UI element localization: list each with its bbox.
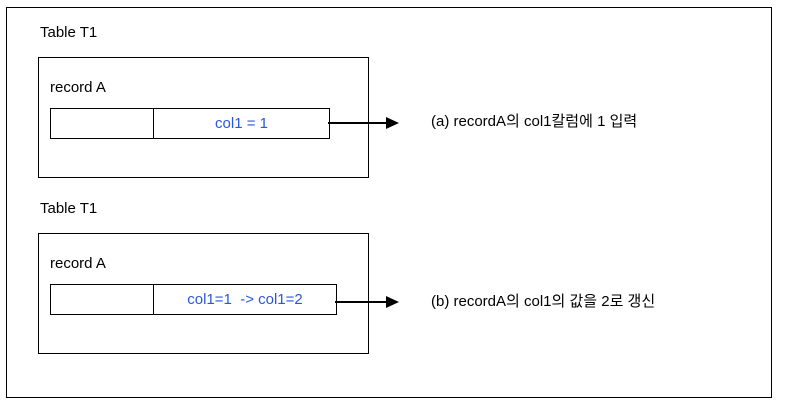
arrow-head-b — [386, 296, 399, 308]
record-value-cell-b: col1=1 -> col1=2 — [153, 285, 336, 314]
record-label-b: record A — [50, 255, 106, 272]
table-label-a: Table T1 — [40, 24, 98, 41]
table-box-b: record A col1=1 -> col1=2 — [38, 233, 369, 354]
caption-b: (b) recordA의 col1의 값을 2로 갱신 — [431, 293, 656, 310]
arrow-shaft-a — [328, 122, 388, 124]
record-key-cell-a — [51, 109, 153, 138]
record-row-b: col1=1 -> col1=2 — [50, 284, 337, 315]
arrow-head-a — [386, 117, 399, 129]
record-key-cell-b — [51, 285, 153, 314]
caption-a: (a) recordA의 col1칼럼에 1 입력 — [431, 113, 638, 130]
table-box-a: record A col1 = 1 — [38, 57, 369, 178]
arrow-shaft-b — [335, 301, 388, 303]
record-row-a: col1 = 1 — [50, 108, 330, 139]
record-value-cell-a: col1 = 1 — [153, 109, 329, 138]
record-label-a: record A — [50, 79, 106, 96]
table-label-b: Table T1 — [40, 200, 98, 217]
